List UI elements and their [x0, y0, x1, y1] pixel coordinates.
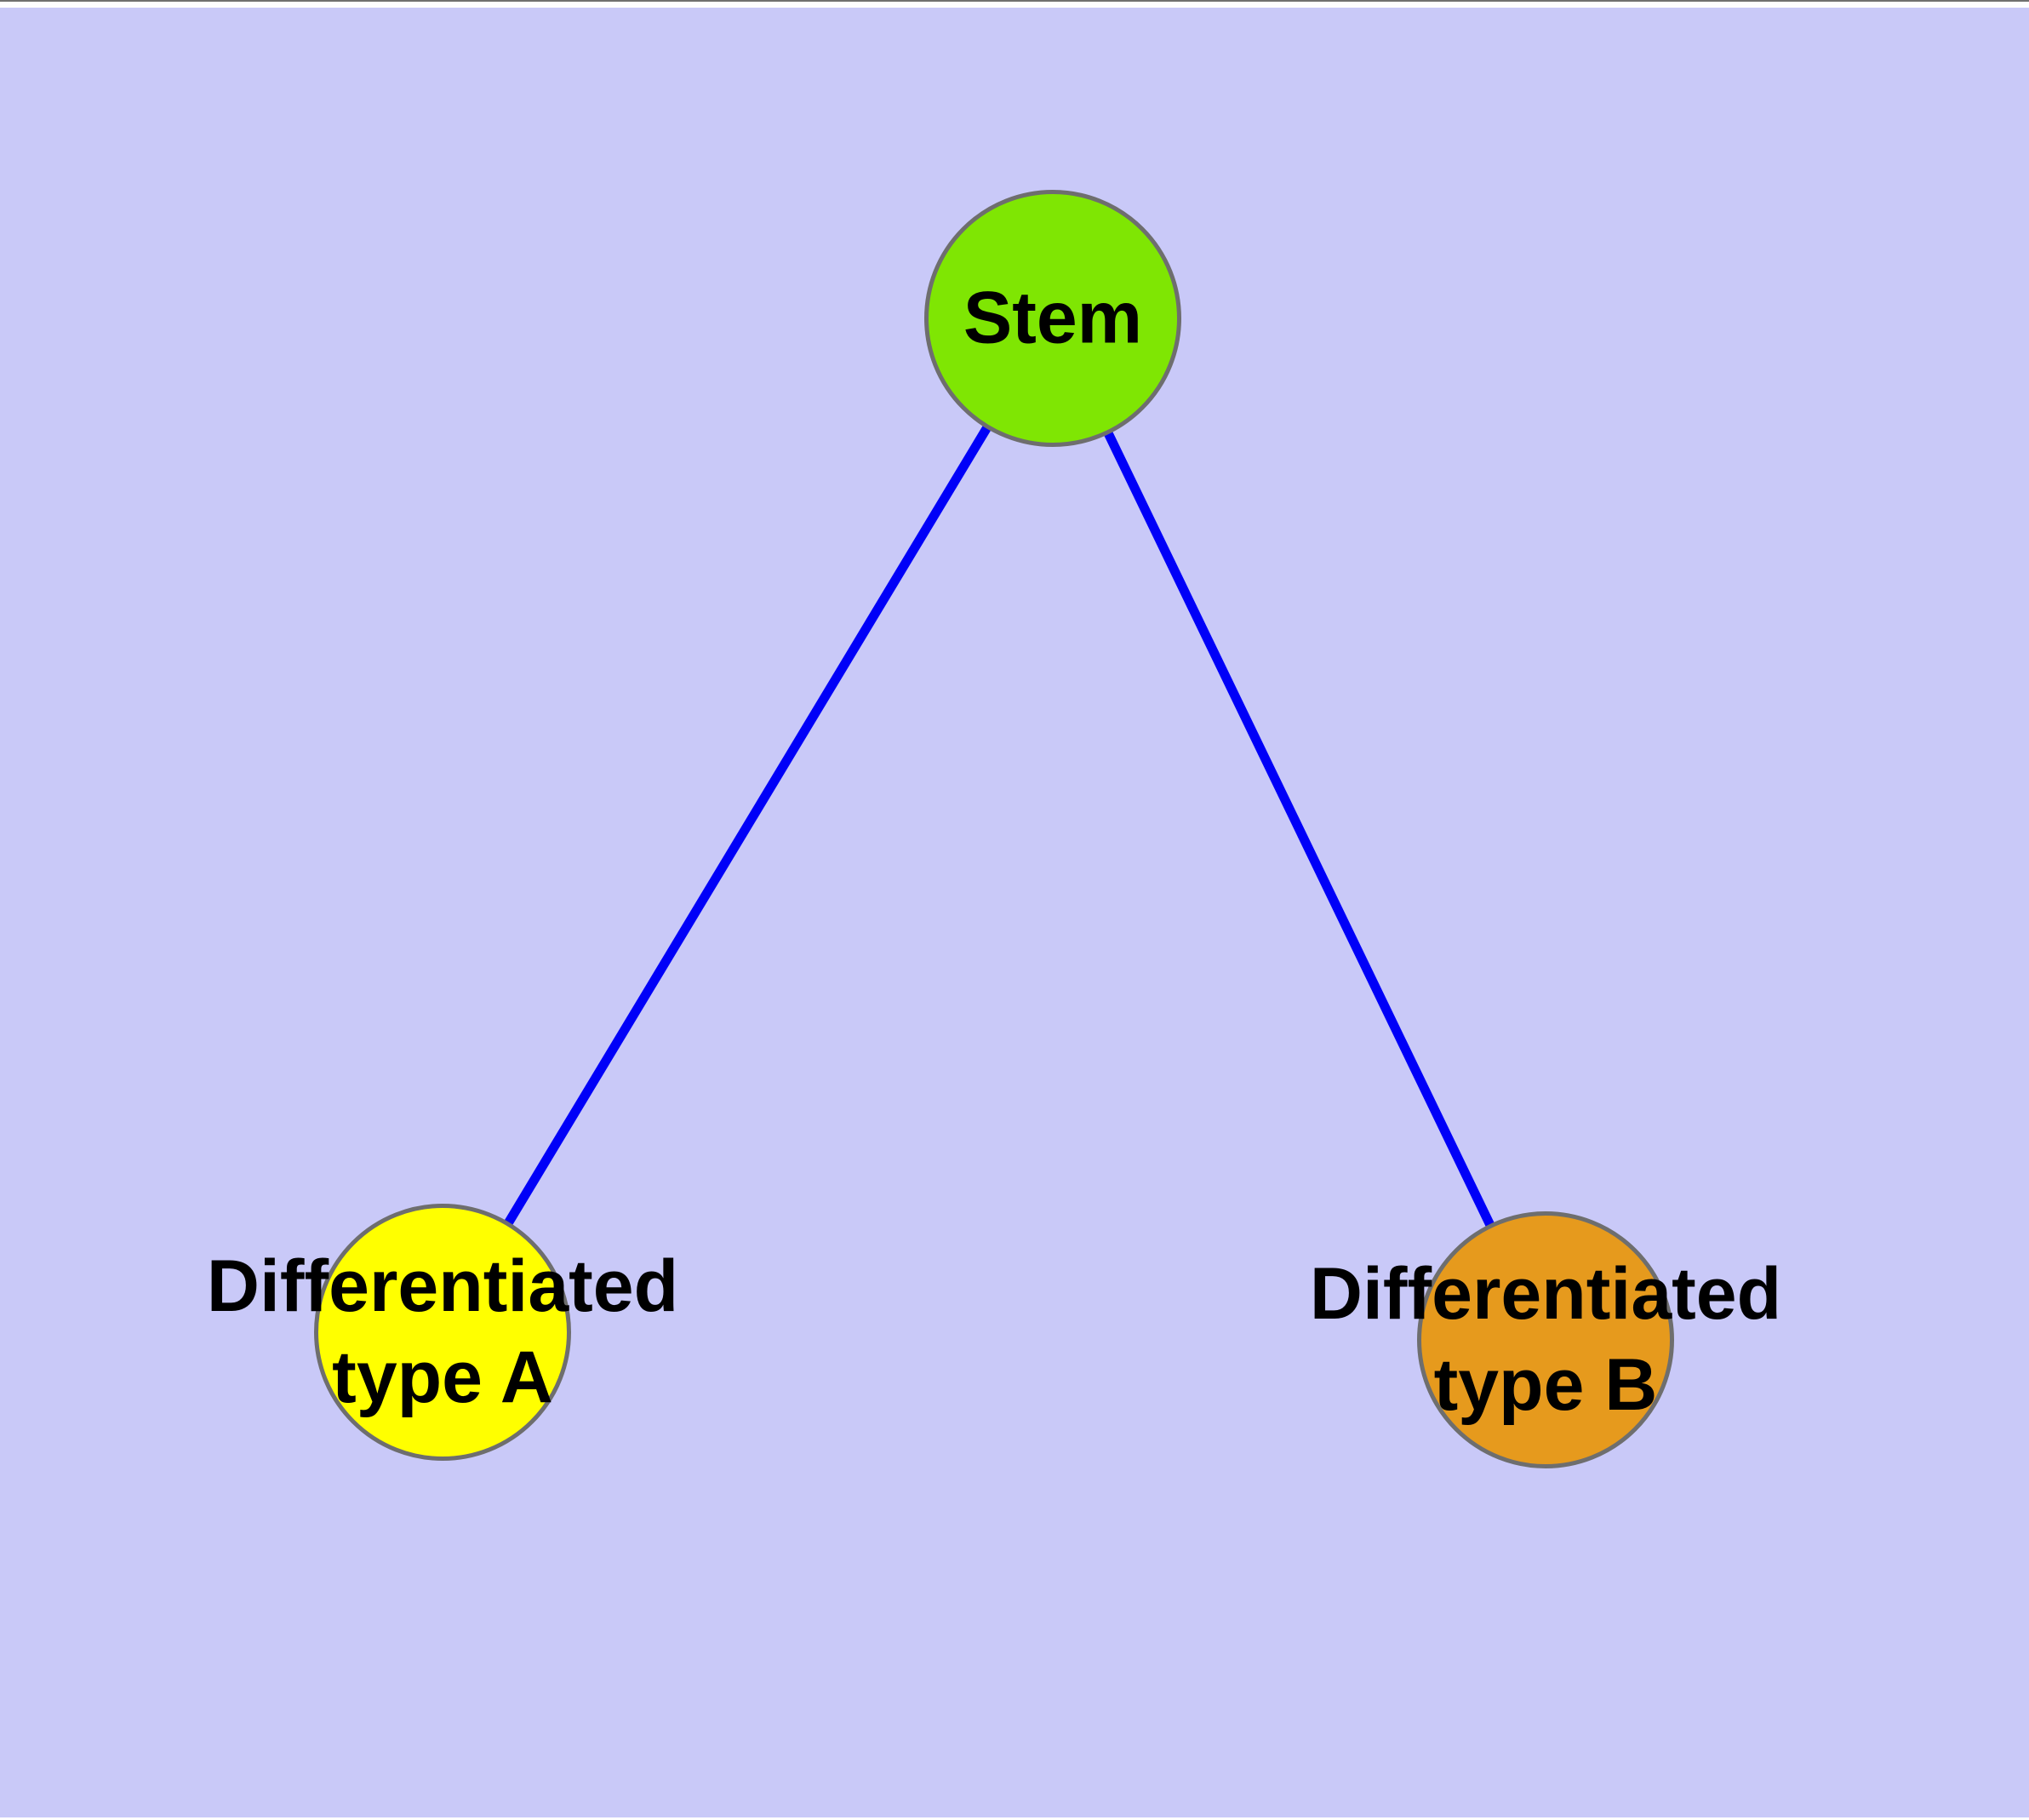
- edge-stem-to-diff-b: [1049, 316, 1550, 1342]
- bottom-edge-strip: [0, 1817, 2029, 1820]
- node-diff-a: [314, 1204, 571, 1461]
- node-diff-b: [1417, 1211, 1674, 1468]
- node-label-diff-a: Differentiated type A: [206, 1245, 679, 1418]
- node-label-stem: Stem: [963, 277, 1143, 359]
- edge-stem-to-diff-a: [438, 316, 1057, 1335]
- node-stem: [924, 190, 1181, 447]
- node-label-diff-b: Differentiated type B: [1309, 1253, 1782, 1426]
- top-edge-strip: [0, 0, 2029, 8]
